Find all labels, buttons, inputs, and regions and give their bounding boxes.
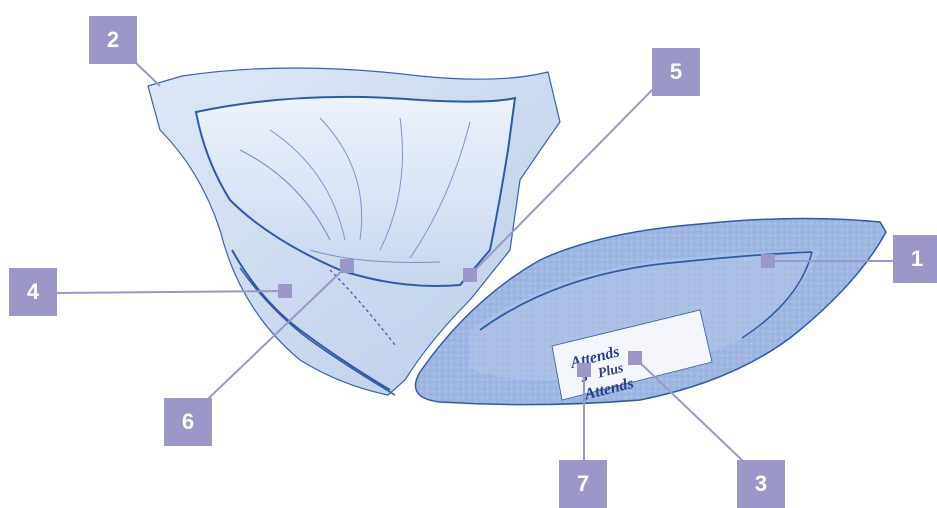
- callout-4: 4: [9, 268, 57, 316]
- marker-1: [761, 254, 775, 268]
- marker-7: [577, 363, 591, 377]
- callout-6: 6: [164, 398, 212, 446]
- callout-7: 7: [559, 460, 607, 508]
- callout-2: 2: [89, 16, 137, 64]
- callout-5: 5: [652, 48, 700, 96]
- marker-6: [340, 259, 354, 273]
- callout-1: 1: [893, 235, 937, 283]
- marker-4: [278, 284, 292, 298]
- marker-5: [463, 268, 477, 282]
- marker-3: [628, 351, 642, 365]
- callout-3: 3: [737, 460, 785, 508]
